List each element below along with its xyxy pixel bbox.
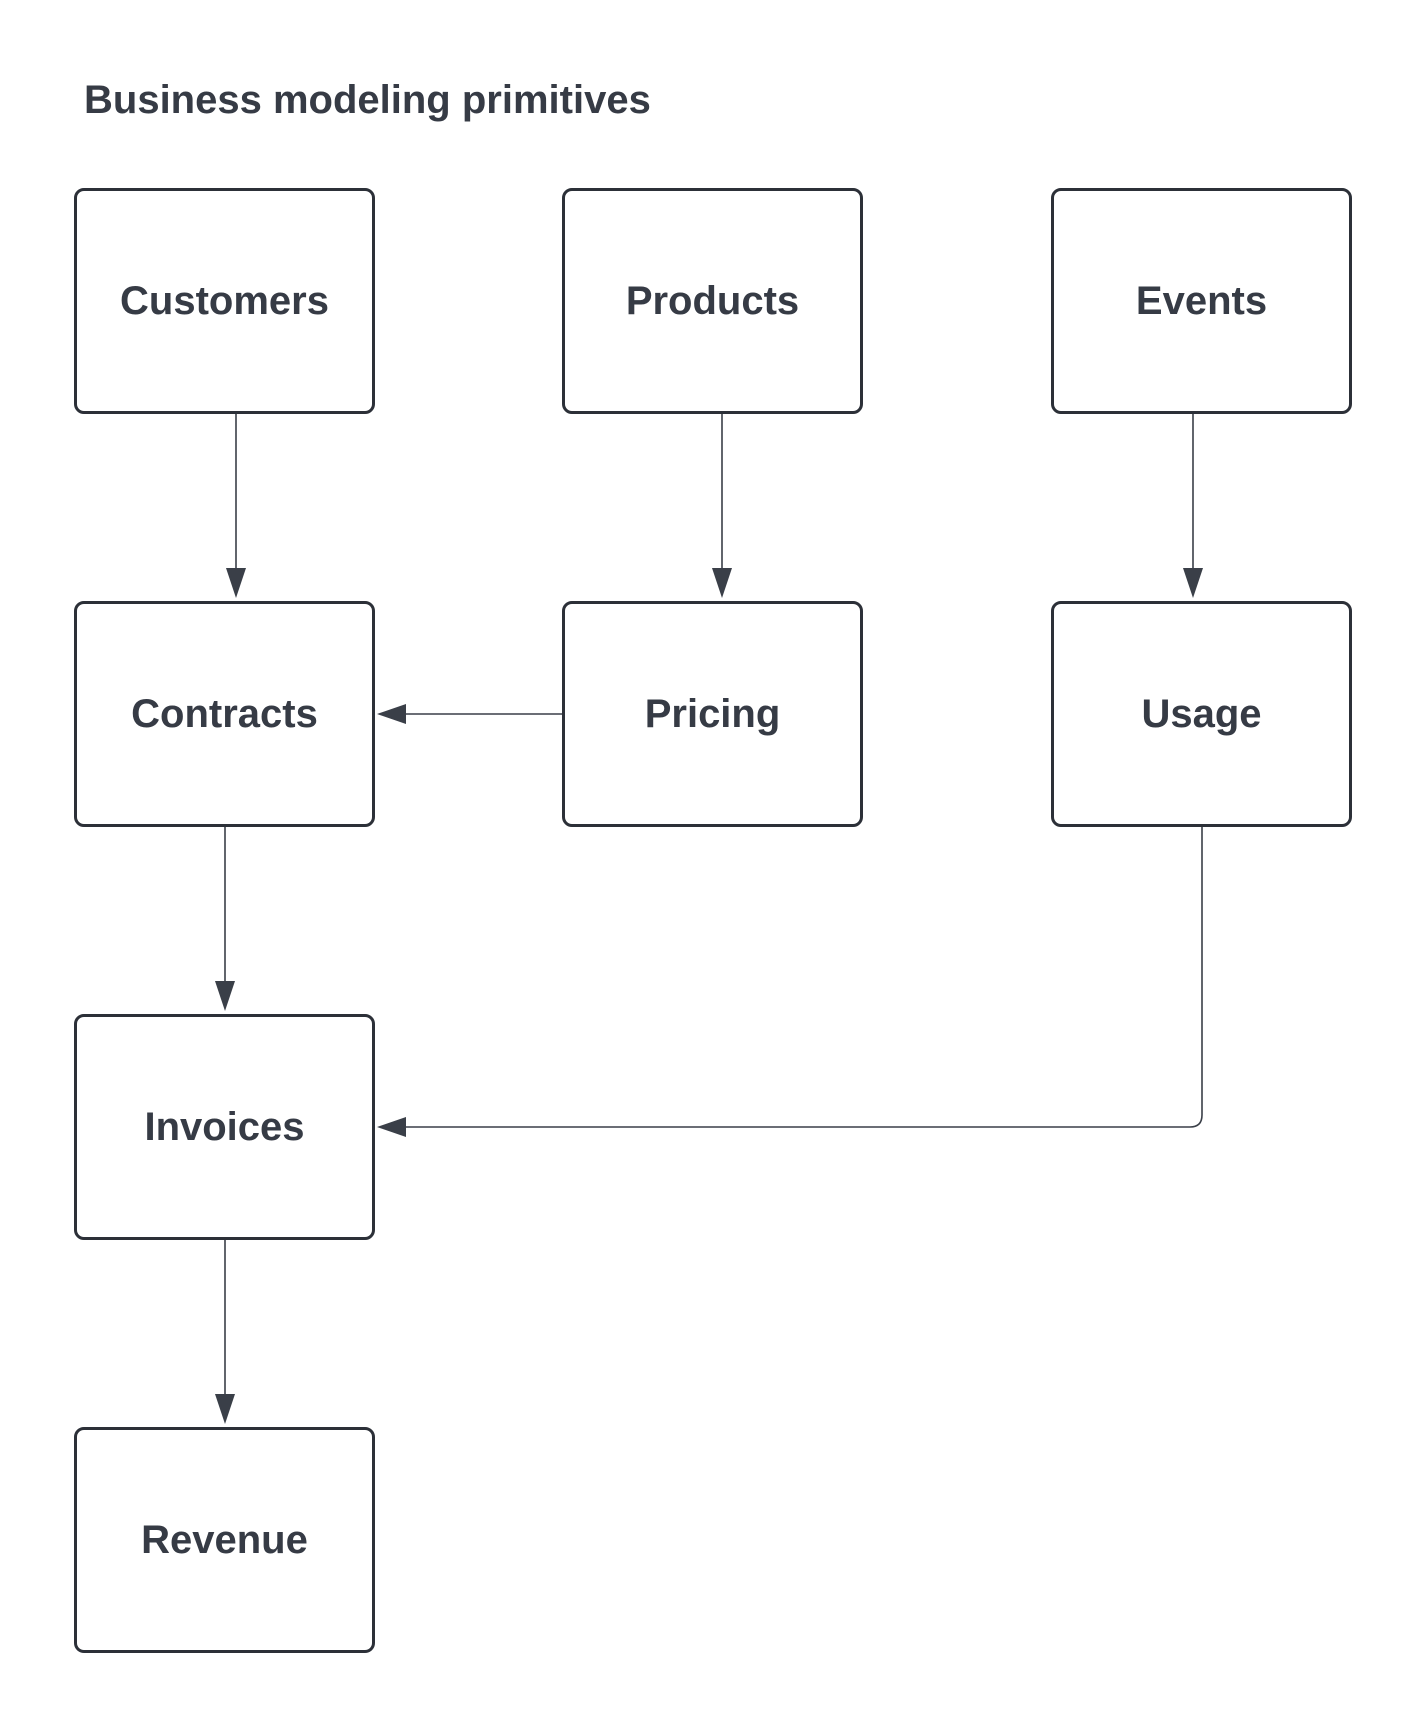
node-customers[interactable]: Customers	[74, 188, 375, 414]
node-usage[interactable]: Usage	[1051, 601, 1352, 827]
node-label: Pricing	[644, 691, 781, 736]
edge-events-usage	[1183, 414, 1203, 598]
edge-invoices-revenue	[215, 1240, 235, 1424]
edge-pricing-contracts	[377, 704, 562, 724]
node-pricing[interactable]: Pricing	[562, 601, 863, 827]
node-label: Invoices	[144, 1104, 305, 1149]
node-label: Contracts	[131, 691, 318, 736]
edge-customers-contracts	[226, 414, 246, 598]
node-events[interactable]: Events	[1051, 188, 1352, 414]
edge-contracts-invoices	[215, 827, 235, 1011]
node-invoices[interactable]: Invoices	[74, 1014, 375, 1240]
node-label: Usage	[1141, 691, 1262, 736]
node-label: Products	[625, 278, 800, 323]
edge-usage-invoices	[377, 827, 1203, 1137]
diagram-title: Business modeling primitives	[84, 78, 651, 122]
node-contracts[interactable]: Contracts	[74, 601, 375, 827]
edge-products-pricing	[712, 414, 732, 598]
node-products[interactable]: Products	[562, 188, 863, 414]
node-label: Customers	[120, 278, 329, 323]
node-label: Events	[1135, 278, 1268, 323]
node-revenue[interactable]: Revenue	[74, 1427, 375, 1653]
node-label: Revenue	[141, 1517, 308, 1562]
